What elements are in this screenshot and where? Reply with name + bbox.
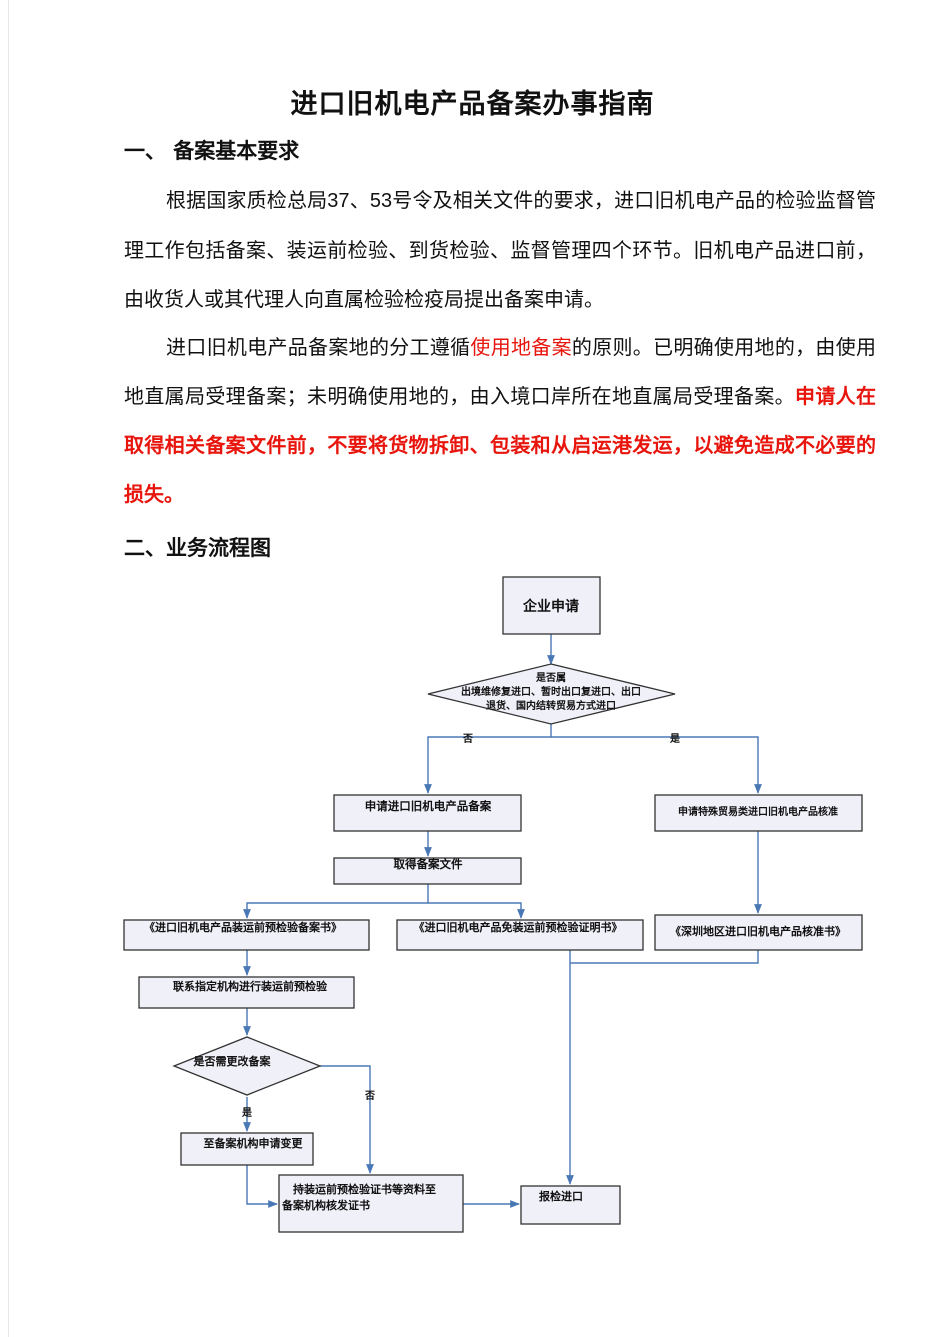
arrow-change-to-submit <box>246 1165 278 1208</box>
box-contact-agency <box>138 976 355 1009</box>
box-cert-exempt <box>396 919 644 951</box>
p1-number-37: 37 <box>327 190 350 212</box>
box-cert-shenzhen <box>654 914 863 951</box>
box-cert-pre-inspection <box>123 919 370 951</box>
label-inspection-import: 报检进口 <box>539 1189 583 1203</box>
label-apply-special: 申请特殊贸易类进口旧机电产品核准 <box>678 805 838 818</box>
label-apply-change: 至备案机构申请变更 <box>204 1136 304 1150</box>
arrow-decision1-no <box>424 724 552 794</box>
p2-red-warning: 申请人在取得相关备案文件前，不要将货物拆卸、包装和从启运港发运，以避免造成不必要… <box>124 384 877 506</box>
label-no: 否 <box>462 733 473 745</box>
line-shenzhen-merge <box>570 950 759 964</box>
box-submit-docs <box>278 1174 464 1233</box>
arrow-docs-to-pre-inspection <box>243 884 429 919</box>
label-cert-exempt: 《进口旧机电产品免装运前预检验证明书》 <box>414 920 623 934</box>
page-edge <box>8 0 9 1337</box>
arrow-decision2-no <box>320 1065 374 1174</box>
label-submit-docs-line2: 备案机构核发证书 <box>281 1198 370 1212</box>
label-decision1-line3: 退货、国内结转贸易方式进口 <box>486 699 616 712</box>
box-start <box>502 576 601 635</box>
diamond-decision1 <box>427 663 676 725</box>
p2-text-b: 的原则。已明确使用地的，由使用地直属局受理备案；未明确使用地的，由入境口岸所在地… <box>124 335 877 408</box>
p1-text-e: 号令及相关文件的要求，进口旧机电产品的检验监督管理工作包括备案、装运前检验、到货… <box>124 188 877 311</box>
box-get-docs <box>333 857 522 885</box>
section-2-heading: 二、业务流程图 <box>124 535 271 560</box>
label-decision2-yes: 是 <box>241 1107 252 1119</box>
section-1-heading: 一、 备案基本要求 <box>124 138 300 163</box>
p1-text-a: 根据国家质检总局 <box>166 188 328 212</box>
label-apply-filing: 申请进口旧机电产品备案 <box>365 799 492 813</box>
label-start: 企业申请 <box>522 598 579 615</box>
arrow-decision1-yes <box>551 736 762 794</box>
box-apply-change <box>180 1132 314 1166</box>
p2-text-a: 进口旧机电产品备案地的分工遵循 <box>166 335 471 359</box>
label-decision2-no: 否 <box>364 1090 375 1102</box>
paragraph-2: 进口旧机电产品备案地的分工遵循使用地备案的原则。已明确使用地的，由使用地直属局受… <box>124 323 876 519</box>
p1-text-c: 、 <box>349 188 370 212</box>
label-decision1-line2: 出境维修复进口、暂时出口复进口、出口 <box>461 685 641 698</box>
diamond-decision2 <box>172 1036 322 1096</box>
box-inspection-import <box>520 1185 621 1225</box>
document-title: 进口旧机电产品备案办事指南 <box>290 89 655 120</box>
label-contact-agency: 联系指定机构进行装运前预检验 <box>173 979 328 993</box>
label-decision2: 是否需更改备案 <box>193 1054 272 1068</box>
paragraph-1: 根据国家质检总局37、53号令及相关文件的要求，进口旧机电产品的检验监督管理工作… <box>124 176 876 324</box>
box-apply-filing <box>333 794 522 832</box>
label-cert-shenzhen: 《深圳地区进口旧机电产品核准书》 <box>670 924 846 938</box>
label-get-docs: 取得备案文件 <box>394 857 463 871</box>
p1-number-53: 53 <box>369 190 393 212</box>
label-yes: 是 <box>669 733 680 745</box>
label-cert-pre-inspection: 《进口旧机电产品装运前预检验备案书》 <box>144 920 342 934</box>
box-apply-special <box>654 794 863 832</box>
p2-red-highlight: 使用地备案 <box>470 335 572 359</box>
label-submit-docs-line1: 持装运前预检验证书等资料至 <box>293 1182 436 1196</box>
label-decision1-line1: 是否属 <box>535 672 566 684</box>
arrow-docs-to-exempt <box>428 902 525 919</box>
